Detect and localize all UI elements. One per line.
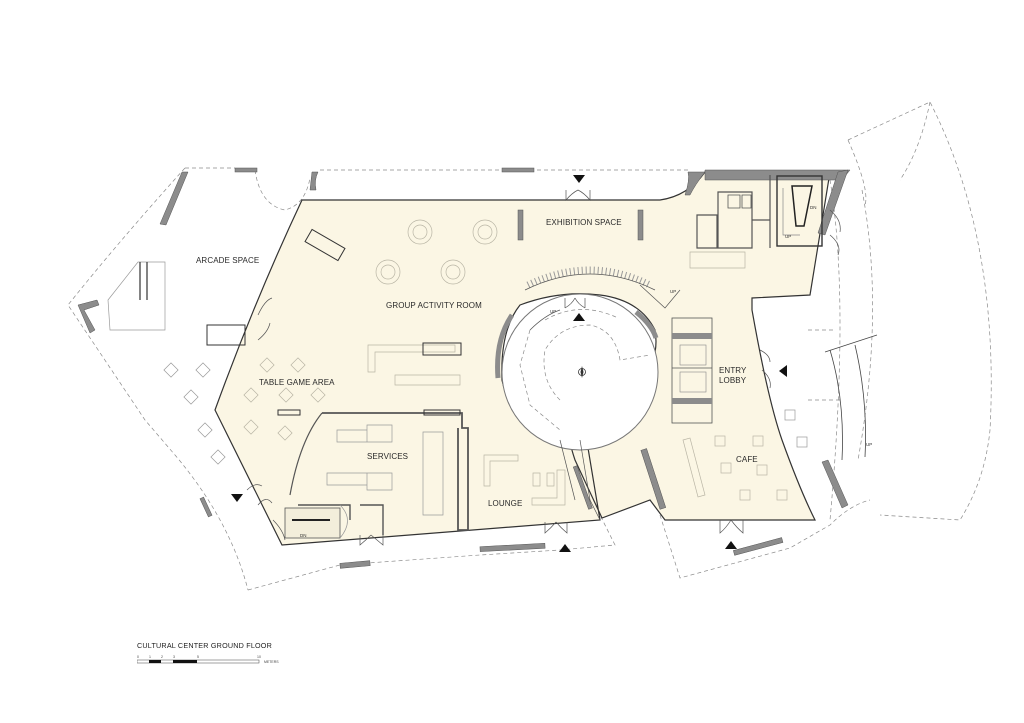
north-compass-icon [578, 366, 586, 378]
atrium [495, 266, 681, 521]
drawing-title: CULTURAL CENTER GROUND FLOOR [137, 641, 272, 650]
room-label-cafe: CAFE [736, 455, 758, 464]
room-label-services: SERVICES [367, 452, 408, 461]
round-table [472, 219, 498, 245]
furniture [107, 219, 878, 516]
room-label-exhibition: EXHIBITION SPACE [546, 218, 622, 227]
doors [246, 189, 841, 546]
entry-arrow-atrium-icon [573, 313, 585, 321]
stair-label-ramp-up: UP [866, 442, 872, 447]
room-label-group-activity: GROUP ACTIVITY ROOM [386, 301, 482, 310]
stair-label-ne-dn: DN [810, 205, 817, 210]
entry-arrow-west-icon [231, 494, 243, 502]
room-label-lobby: LOBBY [719, 376, 747, 385]
room-label-arcade: ARCADE SPACE [196, 256, 259, 265]
scale-tick-10: 10 [257, 655, 261, 659]
scale-tick-1: 1 [149, 655, 151, 659]
room-label-lounge: LOUNGE [488, 499, 522, 508]
room-label-entry: ENTRY [719, 366, 747, 375]
scale-tick-0: 0 [137, 655, 139, 659]
scale-unit: METERS [264, 660, 279, 664]
scale-tick-2: 2 [161, 655, 163, 659]
stair-label-ne-up: UP [785, 234, 791, 239]
scale-tick-3: 3 [173, 655, 175, 659]
scale-bar: 0 1 2 3 5 10 METERS [137, 655, 279, 664]
interior-partitions [284, 175, 823, 539]
entry-arrow-north-icon [573, 175, 585, 183]
walls [77, 167, 851, 569]
entry-arrow-east-icon [779, 365, 787, 377]
stair-label-sw-dn: DN [300, 533, 307, 538]
round-table [440, 259, 466, 285]
room-label-table-game: TABLE GAME AREA [259, 378, 335, 387]
entry-arrow-south-cafe-icon [725, 541, 737, 549]
scale-tick-5: 5 [197, 655, 199, 659]
round-table [407, 219, 433, 245]
stair-label-center-up-left: UP [550, 309, 556, 314]
stair-label-center-up-right: UP [670, 289, 676, 294]
entry-arrow-south-lounge-icon [559, 544, 571, 552]
round-table [375, 259, 401, 285]
drawing-title-block: CULTURAL CENTER GROUND FLOOR [137, 641, 272, 650]
